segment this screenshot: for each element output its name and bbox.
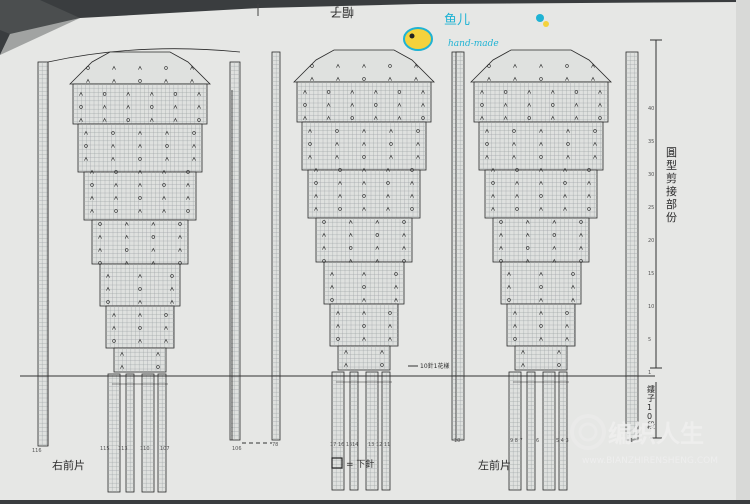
row-number: 40 (648, 106, 654, 112)
small-fish-icon (536, 14, 544, 22)
stitch-number: 13 12 11 (368, 442, 390, 448)
logo-script: hand-made (448, 39, 499, 49)
side-label: 圓型剪接部份 (666, 146, 677, 224)
right-front-edge-band (37, 61, 49, 447)
row-number: 30 (648, 172, 654, 178)
swirl-icon (570, 414, 606, 450)
legend-text: = 下針 (346, 458, 374, 470)
stitch-number: 5 4 3 (556, 438, 569, 444)
stitch-number: 9 8 7 (510, 438, 523, 444)
stitch-number: 17 16 15 (330, 442, 352, 448)
stitch-number: 1 (630, 438, 633, 444)
logo-text: 鱼儿 (444, 12, 470, 28)
left-front-chart (470, 49, 612, 491)
row-number: 35 (648, 139, 654, 145)
stitch-number: 115 (100, 446, 110, 452)
right-front-side-band (229, 61, 241, 441)
left-front-edge-band (625, 51, 639, 441)
stitch-number: 110 (140, 446, 150, 452)
row-number: 25 (648, 205, 654, 211)
page-edge (736, 0, 750, 500)
row-number: 10 (648, 304, 654, 310)
middle-edge-band (271, 51, 281, 441)
stitch-number: 113 (118, 446, 128, 452)
stitch-number: 106 (232, 446, 242, 452)
stitch-number: 6 (536, 438, 539, 444)
dimension-marks (650, 39, 662, 439)
watermark: 编织人生 www.BIANZHIRENSHENG.COM (570, 414, 718, 466)
logo: 鱼儿 hand-made (403, 12, 549, 51)
watermark-url: www.BIANZHIRENSHENG.COM (582, 456, 718, 466)
row-number: 1 (648, 370, 651, 376)
fish-eye-icon (409, 33, 415, 39)
stitch-number: 107 (160, 446, 170, 452)
legend-knit-symbol (331, 457, 343, 469)
right-front-label: 右前片 (52, 458, 85, 472)
fish-icon (403, 27, 433, 51)
paper-shadow (0, 0, 80, 55)
right-front-chart (69, 51, 211, 493)
stitch-number: 116 (32, 448, 42, 454)
stitch-number: 10 (454, 438, 460, 444)
stitch-number: 78 (272, 442, 278, 448)
row-number: 5 (648, 337, 651, 343)
top-char: 帽子 (330, 5, 354, 20)
pattern-note: 10針1花樣 (420, 362, 449, 370)
row-number: 15 (648, 271, 654, 277)
left-front-side-band (455, 51, 465, 441)
center-chart (293, 49, 435, 491)
small-fish-icon-2 (543, 21, 549, 27)
watermark-cn: 编织人生 (608, 420, 704, 448)
row-number: 20 (648, 238, 654, 244)
left-front-label: 左前片 (478, 458, 511, 472)
stitch-number: 14 (352, 442, 358, 448)
